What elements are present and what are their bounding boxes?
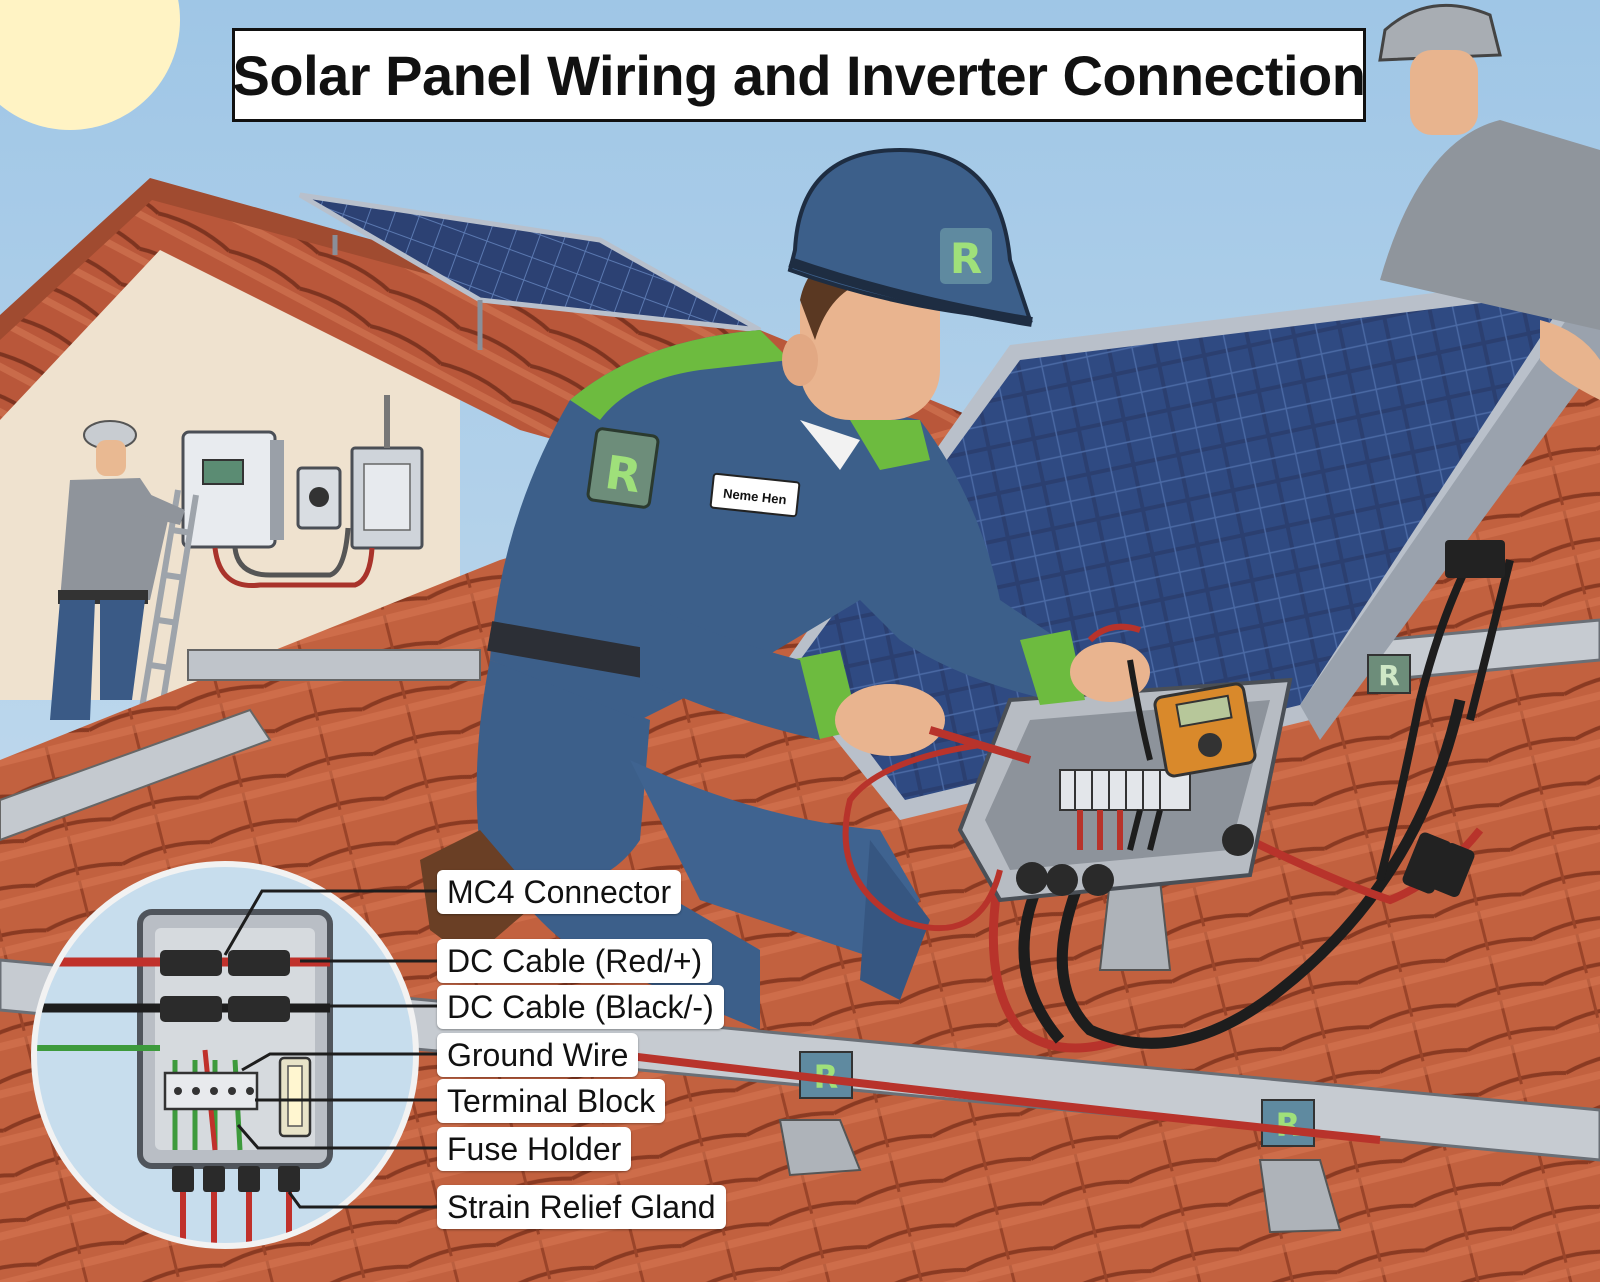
callout-ground-wire: Ground Wire [437, 1033, 639, 1077]
ladder [137, 489, 199, 721]
meter-box [296, 466, 342, 530]
mc4-connector-black [160, 996, 222, 1022]
roof-cables [499, 540, 1514, 1144]
background-worker [50, 420, 185, 720]
helper-worker [1378, 3, 1600, 400]
callout-fuse-holder: Fuse Holder [437, 1127, 632, 1171]
inverter-unit [181, 430, 284, 549]
breaker-panel [350, 395, 424, 550]
name-tag-text: Neme Hen [722, 486, 787, 508]
svg-text:R: R [1276, 1106, 1301, 1144]
callout-mc4-connector: MC4 Connector [437, 870, 682, 914]
svg-text:R: R [602, 445, 645, 503]
callout-leaders [223, 889, 440, 1209]
title-banner: Solar Panel Wiring and Inverter Connecti… [232, 28, 1366, 122]
callout-strain-relief-gland: Strain Relief Gland [437, 1185, 726, 1229]
callout-dc-cable-black: DC Cable (Black/-) [437, 985, 724, 1029]
callout-terminal-block: Terminal Block [437, 1079, 666, 1123]
multimeter [1153, 682, 1257, 778]
detail-inset [31, 861, 440, 1249]
svg-text:R: R [950, 234, 982, 283]
svg-text:R: R [1378, 659, 1400, 692]
page-title: Solar Panel Wiring and Inverter Connecti… [232, 43, 1366, 107]
callout-dc-cable-red: DC Cable (Red/+) [437, 939, 713, 983]
mc4-connector-red [160, 950, 222, 976]
inset-strain-relief-glands [172, 1166, 300, 1192]
sun [0, 0, 180, 130]
